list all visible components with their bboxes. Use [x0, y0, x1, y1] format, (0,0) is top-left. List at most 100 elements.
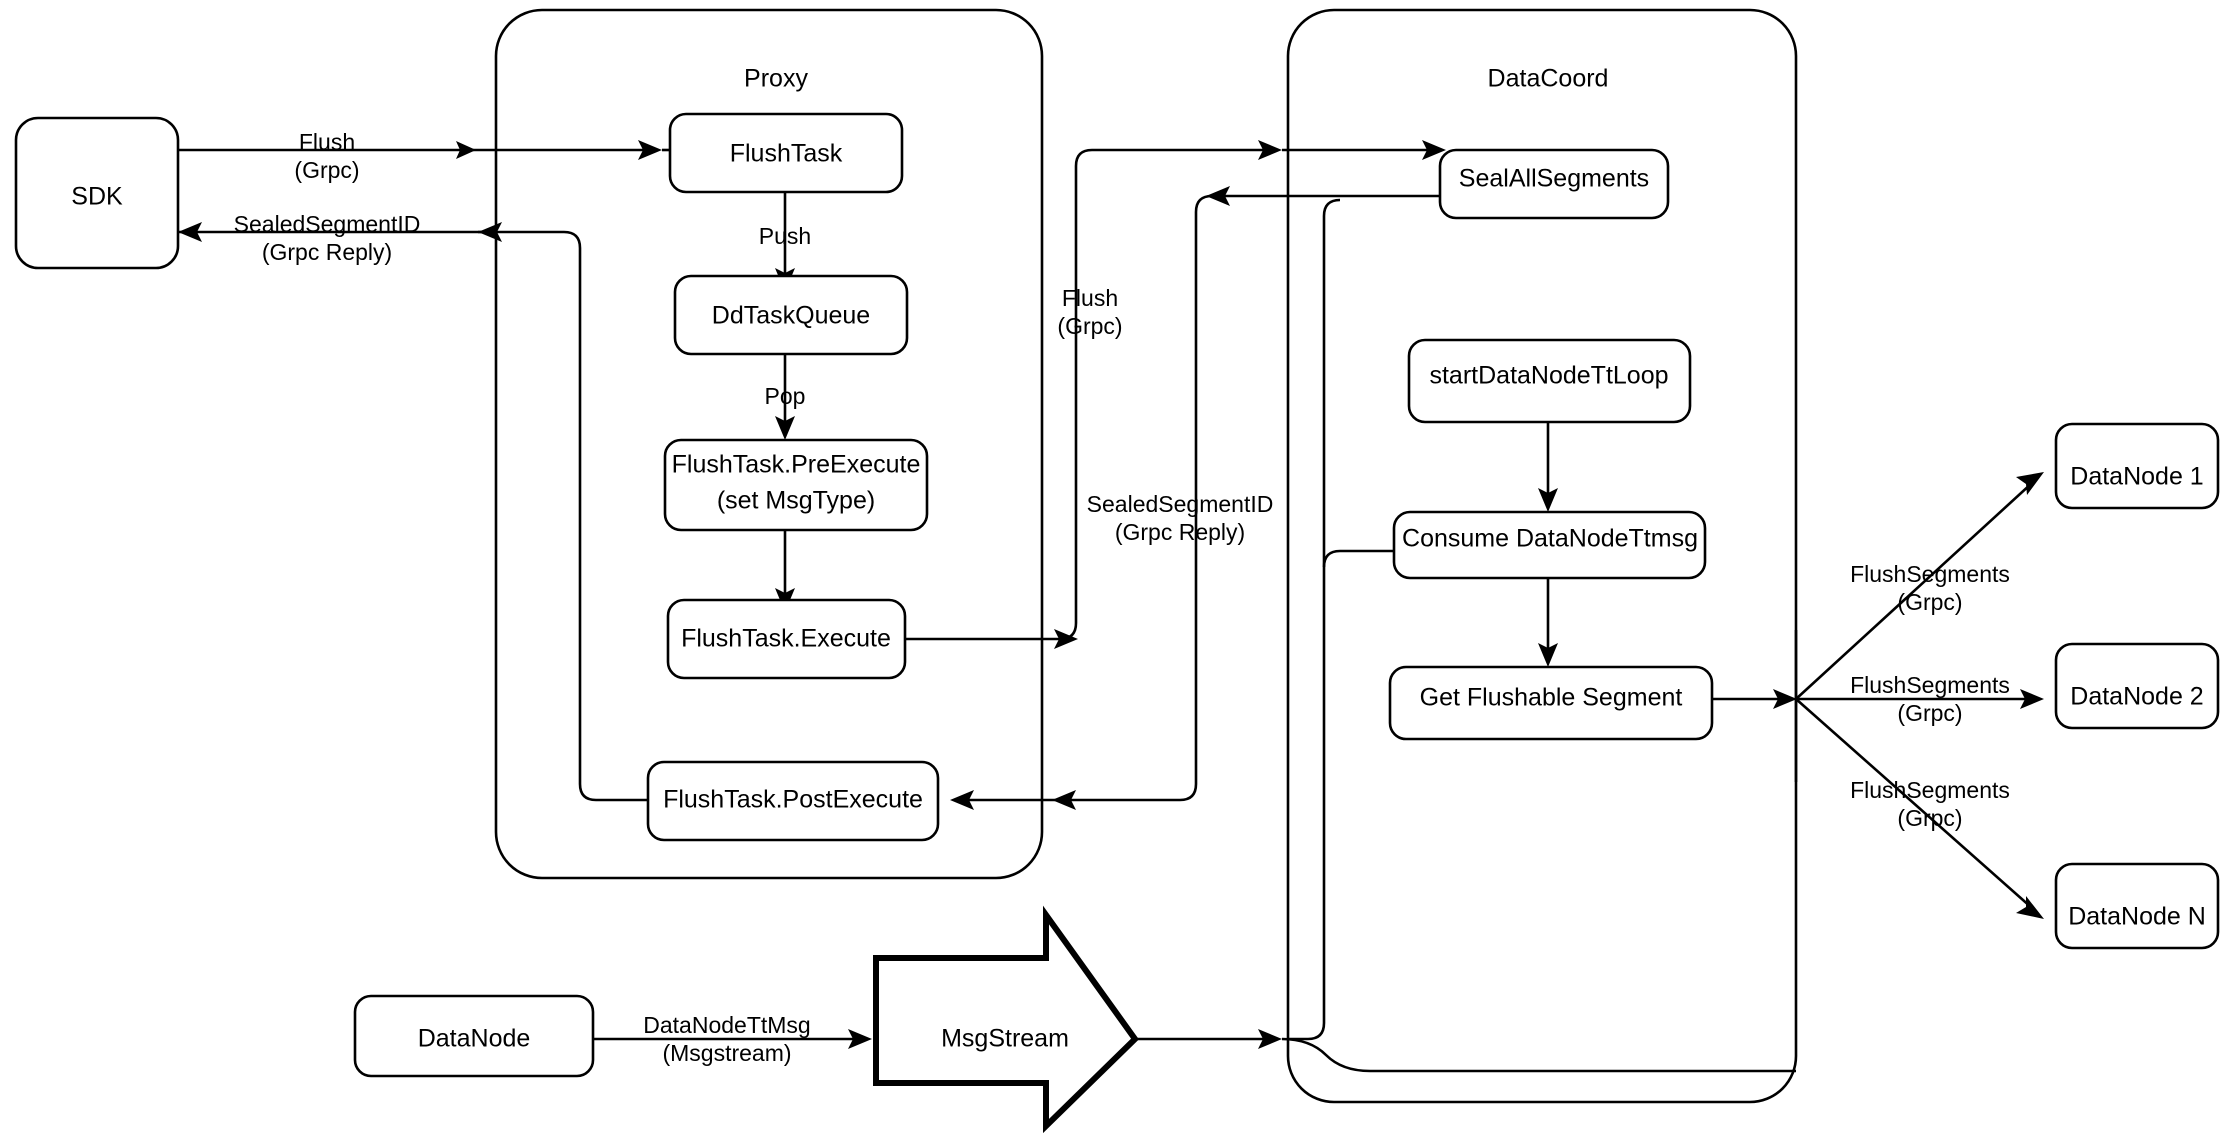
get-flushable-label: Get Flushable Segment [1420, 684, 1683, 712]
node-datanode-2[interactable]: DataNode 2 [2054, 642, 2220, 730]
datanode-source-label: DataNode [418, 1025, 531, 1053]
seal-all-segments-label: SealAllSegments [1459, 165, 1649, 193]
arrowhead-consume-getflushable [1538, 643, 1558, 667]
arrowhead-execute-trunk [1054, 629, 1078, 649]
execute-box[interactable] [666, 598, 907, 680]
node-seal-all-segments[interactable]: SealAllSegments [1438, 148, 1670, 220]
dd-task-queue-label: DdTaskQueue [712, 302, 870, 330]
arrowhead-datanode-1 [2016, 472, 2044, 495]
edge-fanout-datanode-2: FlushSegments (Grpc) [1796, 672, 2044, 726]
node-msgstream[interactable]: MsgStream [873, 905, 1139, 1134]
arrowhead-datanode-msgstream [848, 1029, 872, 1049]
edge-postexecute-return [478, 222, 648, 802]
pre-execute-box[interactable] [663, 438, 929, 532]
edge-datanode-msgstream: DataNodeTtMsg (Msgstream) [593, 1012, 872, 1066]
arrowhead-datanode-n [2016, 896, 2044, 919]
node-get-flushable[interactable]: Get Flushable Segment [1388, 665, 1714, 741]
edge-label-pop: Pop [765, 383, 806, 409]
start-tt-loop-box[interactable] [1407, 338, 1692, 424]
edge-getflushable-fanout [1712, 630, 1798, 782]
edge-sealallsegments-reply: SealedSegmentID (Grpc Reply) [950, 186, 1440, 810]
arrowhead-pop [775, 416, 795, 440]
arrowhead-sealall-reply-b [950, 790, 974, 810]
arrowhead-sdk-flush [638, 140, 662, 160]
group-datacoord: DataCoord [1286, 8, 1798, 1104]
datanode-1-label: DataNode 1 [2070, 463, 2203, 491]
node-pre-execute[interactable]: FlushTask.PreExecute (set MsgType) [663, 438, 929, 532]
datacoord-label: DataCoord [1488, 65, 1609, 93]
edge-label-push: Push [759, 223, 811, 249]
node-post-execute[interactable]: FlushTask.PostExecute [646, 760, 940, 842]
get-flushable-box[interactable] [1388, 665, 1714, 741]
edge-label-flushseg-2-1: FlushSegments [1850, 672, 2010, 698]
datanode-2-label: DataNode 2 [2070, 683, 2203, 711]
dd-task-queue-box[interactable] [673, 274, 909, 356]
datacoord-container [1286, 8, 1798, 1104]
arrowhead-sealall-reply-mid [1052, 790, 1076, 810]
edge-label-dn-ttmsg-1: DataNodeTtMsg [643, 1012, 810, 1038]
start-tt-loop-label: startDataNodeTtLoop [1429, 362, 1668, 390]
consume-tt-msg-box[interactable] [1392, 510, 1707, 580]
edge-label-dn-ttmsg-2: (Msgstream) [662, 1040, 791, 1066]
datanode-source-box[interactable] [353, 994, 595, 1078]
edge-execute-to-datacoord: Flush (Grpc) [905, 140, 1446, 649]
arrowhead-sdk-reply [178, 222, 202, 242]
edge-label-proxy-reply-1: SealedSegmentID [1087, 491, 1274, 517]
node-dd-task-queue[interactable]: DdTaskQueue [673, 274, 909, 356]
arrowhead-postexecute-return [478, 222, 502, 242]
consume-tt-msg-label: Consume DataNodeTtmsg [1402, 525, 1698, 553]
datanode-n-box[interactable] [2054, 862, 2220, 950]
edge-label-flushseg-1-2: (Grpc) [1897, 589, 1962, 615]
edge-ttloop-consume [1538, 421, 1558, 512]
post-execute-box[interactable] [646, 760, 940, 842]
msgstream-arrow-shape[interactable] [873, 905, 1139, 1134]
edge-label-proxy-flush-1: Flush [1062, 285, 1118, 311]
arrowhead-datacoord-in [1258, 140, 1282, 160]
node-datanode-n[interactable]: DataNode N [2054, 862, 2220, 950]
edge-sdk-flush: Flush (Grpc) [178, 129, 662, 183]
node-start-tt-loop[interactable]: startDataNodeTtLoop [1407, 338, 1692, 424]
sdk-box[interactable] [14, 116, 180, 270]
edge-fanout-datanode-n: FlushSegments (Grpc) [1795, 698, 2044, 919]
node-datanode-1[interactable]: DataNode 1 [2054, 422, 2220, 510]
edge-label-sdk-flush-2: (Grpc) [294, 157, 359, 183]
datanode-n-label: DataNode N [2068, 903, 2206, 931]
pre-execute-label-line1: FlushTask.PreExecute [672, 451, 921, 479]
edge-msgstream-to-datacoord [1135, 198, 1796, 1073]
arrowhead-sdk-flush-mid [456, 141, 476, 159]
edge-label-sdk-reply-2: (Grpc Reply) [262, 239, 392, 265]
edge-label-proxy-reply-2: (Grpc Reply) [1115, 519, 1245, 545]
datanode-1-box[interactable] [2054, 422, 2220, 510]
arrowhead-fanout-junction [1773, 689, 1797, 709]
proxy-container [494, 8, 1044, 880]
node-execute[interactable]: FlushTask.Execute [666, 598, 907, 680]
flush-task-box[interactable] [668, 112, 904, 194]
node-datanode-source[interactable]: DataNode [353, 994, 595, 1078]
arrowhead-sealall-reply-a [1206, 186, 1230, 206]
proxy-label: Proxy [744, 65, 808, 93]
flush-task-label: FlushTask [730, 140, 843, 168]
edge-fanout-datanode-1: FlushSegments (Grpc) [1795, 472, 2044, 700]
execute-label: FlushTask.Execute [681, 625, 891, 653]
edge-consume-getflushable [1538, 578, 1558, 667]
sdk-label: SDK [71, 183, 123, 211]
edge-label-flushseg-2-2: (Grpc) [1897, 700, 1962, 726]
post-execute-label: FlushTask.PostExecute [663, 786, 923, 814]
pre-execute-label-line2: (set MsgType) [717, 487, 875, 515]
edge-label-flushseg-n-1: FlushSegments [1850, 777, 2010, 803]
node-flush-task[interactable]: FlushTask [668, 112, 904, 194]
edge-label-proxy-flush-2: (Grpc) [1057, 313, 1122, 339]
edge-label-flushseg-n-2: (Grpc) [1897, 805, 1962, 831]
edge-sdk-reply: SealedSegmentID (Grpc Reply) [178, 211, 496, 265]
seal-all-segments-box[interactable] [1438, 148, 1670, 220]
group-proxy: Proxy [494, 8, 1044, 880]
node-consume-tt-msg[interactable]: Consume DataNodeTtmsg [1392, 510, 1707, 580]
datanode-2-box[interactable] [2054, 642, 2220, 730]
node-sdk[interactable]: SDK [14, 116, 180, 270]
edge-label-flushseg-1-1: FlushSegments [1850, 561, 2010, 587]
arrowhead-datanode-2 [2020, 689, 2044, 709]
arrowhead-ttloop-consume [1538, 488, 1558, 512]
arrowhead-msgstream-datacoord [1258, 1029, 1282, 1049]
